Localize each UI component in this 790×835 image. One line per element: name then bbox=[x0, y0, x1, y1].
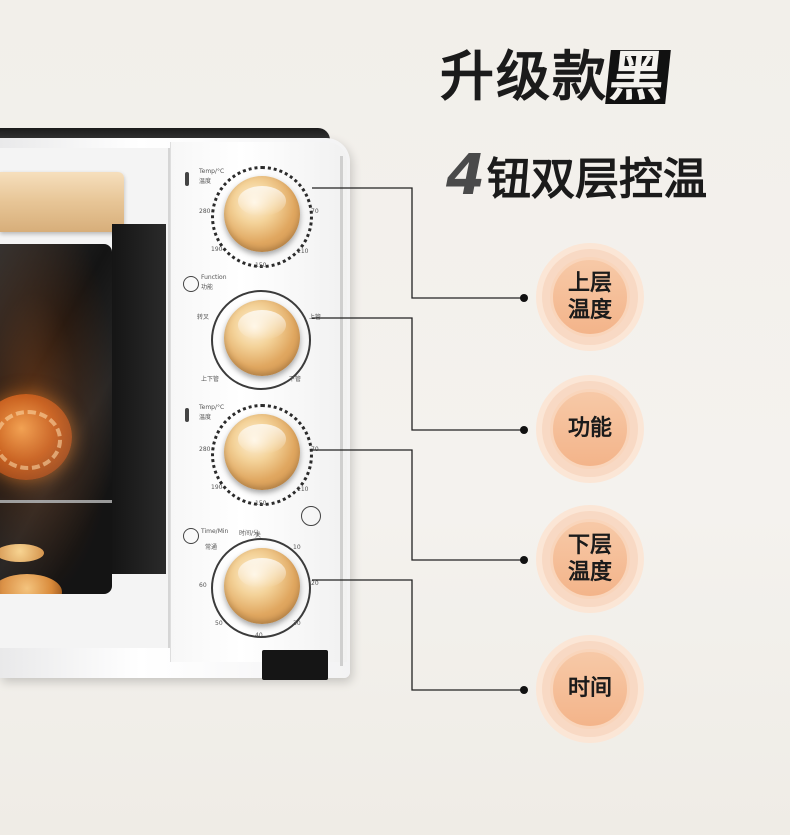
upper-temp-knob[interactable] bbox=[224, 176, 300, 252]
knob4-tick-always-on: 常通 bbox=[205, 544, 218, 551]
knob3-tick-70: 70 bbox=[311, 446, 319, 453]
knob4-tick-60: 60 bbox=[199, 582, 207, 589]
badge-lower-temp-label: 下层 温度 bbox=[550, 519, 630, 599]
callout-dot bbox=[520, 426, 528, 434]
knob3-tick-280: 280 bbox=[199, 446, 211, 453]
badge-function-label: 功能 bbox=[550, 389, 630, 469]
knob3-label-cn: 温度 bbox=[199, 414, 212, 421]
oven-door bbox=[0, 148, 170, 648]
knob4-tick-40: 40 bbox=[255, 632, 263, 639]
knob-shine bbox=[238, 310, 286, 340]
oven-illustration: Temp/°C 温度 280 190 150 70 110 Function 功… bbox=[0, 128, 352, 688]
rotisserie-icon bbox=[301, 506, 321, 526]
knob1-tick-70: 70 bbox=[311, 208, 319, 215]
knob4-tick-10: 10 bbox=[293, 544, 301, 551]
knob3-tick-110: 110 bbox=[297, 486, 309, 493]
oven-window bbox=[0, 244, 112, 594]
subheadline: 4钮双层控温 bbox=[446, 148, 707, 204]
function-icon bbox=[183, 276, 199, 292]
clock-icon bbox=[183, 528, 199, 544]
knob1-label-cn: 温度 bbox=[199, 178, 212, 185]
knob3-tick-190: 190 bbox=[211, 484, 223, 491]
knob3-label-en: Temp/°C bbox=[199, 404, 225, 411]
panel-edge bbox=[340, 156, 343, 666]
knob-shine bbox=[238, 424, 286, 454]
knob-shine bbox=[238, 186, 286, 216]
knob2-scale bbox=[211, 290, 311, 390]
lower-temp-knob[interactable] bbox=[224, 414, 300, 490]
headline-prefix: 升级款 bbox=[440, 45, 608, 108]
knob3-tick-150: 150 bbox=[255, 500, 267, 507]
knob4-tick-30: 30 bbox=[293, 620, 301, 627]
door-handle bbox=[0, 172, 124, 232]
upper-rack bbox=[0, 500, 112, 503]
timer-knob[interactable] bbox=[224, 548, 300, 624]
headline: 升级款黑 bbox=[440, 45, 671, 108]
knob2-tick-top-bottom: 上下管 bbox=[201, 376, 220, 383]
knob4-tick-50: 50 bbox=[215, 620, 223, 627]
function-knob[interactable] bbox=[224, 300, 300, 376]
knob-shine bbox=[238, 558, 286, 588]
thermometer-icon bbox=[185, 408, 189, 422]
subheadline-number: 4 bbox=[446, 143, 485, 208]
badge-upper-temp: 上层 温度 bbox=[542, 249, 638, 345]
knob2-label-en: Function bbox=[201, 274, 227, 281]
knob4-label-cn: 时间/分 bbox=[239, 530, 260, 537]
knob2-label-cn: 功能 bbox=[201, 284, 214, 291]
thermometer-icon bbox=[185, 172, 189, 186]
knob4-scale bbox=[211, 538, 311, 638]
badge-timer-label: 时间 bbox=[550, 649, 630, 729]
oven-foot bbox=[262, 650, 328, 680]
tart-image bbox=[0, 574, 62, 594]
badge-timer: 时间 bbox=[542, 641, 638, 737]
callout-dot bbox=[520, 556, 528, 564]
subheadline-text: 钮双层控温 bbox=[486, 154, 707, 205]
knob1-tick-110: 110 bbox=[297, 248, 309, 255]
callout-dot bbox=[520, 294, 528, 302]
knob4-label-en: Time/Min bbox=[201, 528, 229, 535]
door-side-strip bbox=[112, 224, 166, 574]
callout-dot bbox=[520, 686, 528, 694]
badge-function: 功能 bbox=[542, 381, 638, 477]
badge-lower-temp: 下层 温度 bbox=[542, 511, 638, 607]
control-panel: Temp/°C 温度 280 190 150 70 110 Function 功… bbox=[170, 142, 347, 666]
badge-upper-temp-label: 上层 温度 bbox=[550, 257, 630, 337]
knob1-tick-150: 150 bbox=[255, 262, 267, 269]
knob3-scale bbox=[211, 404, 313, 506]
knob1-tick-280: 280 bbox=[199, 208, 211, 215]
knob2-tick-top: 上管 bbox=[309, 314, 322, 321]
headline-highlight: 黑 bbox=[605, 45, 671, 108]
pastry-swirl bbox=[0, 410, 62, 470]
knob4-tick-off: 关 bbox=[255, 532, 262, 539]
glass-sheen bbox=[0, 244, 112, 594]
tart-image-small bbox=[0, 544, 44, 562]
knob2-tick-bottom: 下管 bbox=[289, 376, 302, 383]
knob2-tick-rotisserie: 转叉 bbox=[197, 314, 210, 321]
knob1-scale bbox=[211, 166, 313, 268]
knob1-label-en: Temp/°C bbox=[199, 168, 225, 175]
knob4-tick-20: 20 bbox=[311, 580, 319, 587]
knob1-tick-190: 190 bbox=[211, 246, 223, 253]
